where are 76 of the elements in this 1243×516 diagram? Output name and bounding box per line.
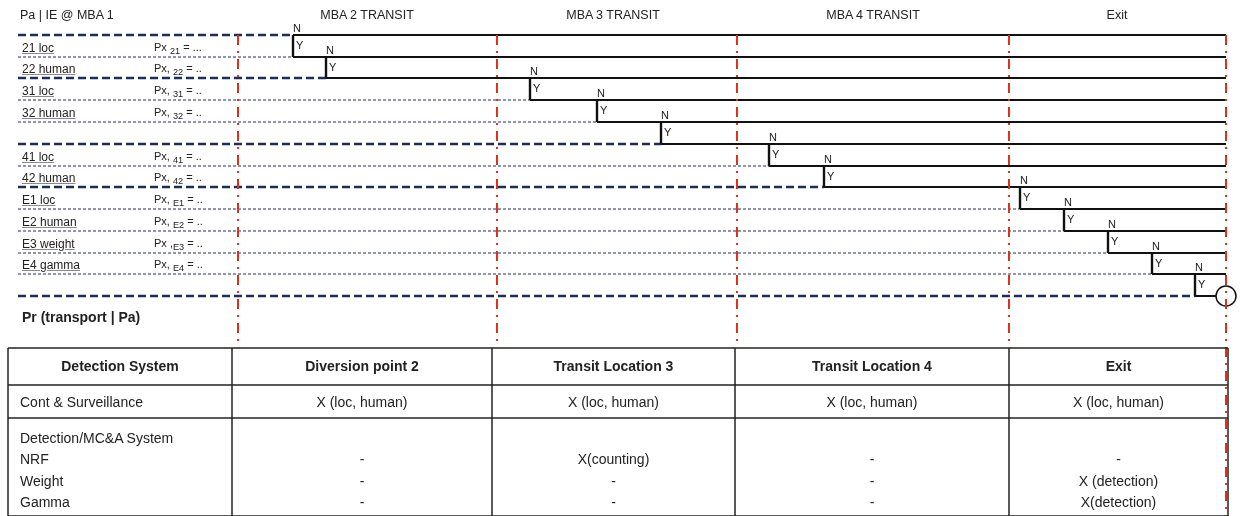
probability-label: Px, $_{41}$ = .. bbox=[154, 150, 202, 166]
probability-label: Px, $_{22}$ = .. bbox=[154, 62, 202, 78]
table-text: X(detection) bbox=[1080, 494, 1157, 511]
table-text: - bbox=[869, 494, 875, 511]
table-header-text: Exit bbox=[1105, 358, 1132, 375]
branch-event-label: 42 human bbox=[22, 172, 76, 186]
probability-label: Px, $_{E1}$ = .. bbox=[154, 193, 203, 209]
column-heading: MBA 3 TRANSIT bbox=[566, 8, 660, 23]
branch-event-label: E2 human bbox=[22, 216, 77, 230]
probability-label: Px, $_{32}$ = .. bbox=[154, 106, 202, 122]
table-text: - bbox=[869, 473, 875, 490]
column-heading: MBA 4 TRANSIT bbox=[826, 8, 920, 23]
branch-label: N bbox=[1020, 174, 1028, 187]
branch-event-label: 22 human bbox=[22, 63, 76, 77]
branch-label: N bbox=[824, 153, 832, 166]
column-heading: Exit bbox=[1106, 8, 1128, 23]
branch-label: N bbox=[597, 87, 605, 100]
table-text: - bbox=[359, 494, 365, 511]
branch-label: N bbox=[1108, 218, 1116, 231]
table-text: NRF bbox=[20, 451, 49, 468]
branch-label: Y bbox=[1111, 235, 1119, 248]
table-text: X (loc, human) bbox=[316, 394, 408, 411]
table-text: - bbox=[1116, 451, 1121, 468]
table-text: - bbox=[869, 451, 875, 468]
table-header-text: Transit Location 4 bbox=[812, 358, 932, 375]
branch-label: Y bbox=[664, 126, 672, 139]
table-text: X (loc, human) bbox=[1073, 394, 1164, 411]
branch-label: N bbox=[293, 22, 301, 35]
probability-label: Px, $_{42}$ = .. bbox=[154, 171, 202, 187]
branch-label: Y bbox=[1198, 278, 1206, 291]
branch-label: Y bbox=[772, 148, 780, 161]
table-text: Gamma bbox=[20, 494, 70, 511]
table-header-text: Detection System bbox=[61, 358, 179, 375]
branch-label: N bbox=[769, 131, 777, 144]
probability-label: Px, $_{E2}$ = .. bbox=[154, 215, 203, 231]
branch-label: N bbox=[530, 65, 538, 78]
branch-event-label: 31 loc bbox=[22, 85, 55, 99]
table-text: X (loc, human) bbox=[568, 394, 659, 411]
branch-label: Y bbox=[1155, 257, 1163, 270]
table-header-text: Diversion point 2 bbox=[305, 358, 419, 375]
branch-label: N bbox=[326, 44, 334, 57]
table-text: Cont & Surveillance bbox=[20, 394, 143, 411]
branch-label: Y bbox=[296, 39, 304, 52]
probability-label: Px, $_{31}$ = .. bbox=[154, 84, 202, 100]
branch-label: Y bbox=[827, 170, 835, 183]
branch-label: Y bbox=[1067, 213, 1075, 226]
table-text: Weight bbox=[20, 473, 64, 490]
branch-event-label: 32 human bbox=[22, 107, 76, 121]
table-text: X (detection) bbox=[1078, 473, 1159, 490]
branch-label: N bbox=[1195, 261, 1203, 274]
branch-label: Y bbox=[600, 104, 608, 117]
branch-event-label: 41 loc bbox=[22, 151, 55, 165]
table-text: X(counting) bbox=[577, 451, 650, 468]
table-text: X (loc, human) bbox=[826, 394, 918, 411]
table-text: - bbox=[611, 494, 616, 511]
table-text: - bbox=[611, 473, 616, 490]
probability-label: Px $_{21}$ = ... bbox=[154, 41, 202, 57]
branch-event-label: E3 weight bbox=[22, 238, 75, 252]
branch-label: Y bbox=[1023, 191, 1031, 204]
branch-label: N bbox=[1064, 196, 1072, 209]
branch-event-label: 21 loc bbox=[22, 42, 55, 56]
branch-event-label: E1 loc bbox=[22, 194, 56, 208]
table-text: Detection/MC&A System bbox=[20, 430, 174, 447]
probability-label: Px, $_{E4}$ = .. bbox=[154, 258, 203, 274]
column-heading: MBA 2 TRANSIT bbox=[320, 8, 414, 23]
table-header-text: Transit Location 3 bbox=[553, 358, 674, 375]
column-heading: Pa | IE @ MBA 1 bbox=[20, 8, 114, 23]
branch-label: N bbox=[1152, 240, 1160, 253]
table-text: - bbox=[359, 473, 365, 490]
outcome-label: Pr (transport | Pa) bbox=[22, 309, 141, 326]
branch-label: Y bbox=[533, 82, 541, 95]
branch-event-label: E4 gamma bbox=[22, 259, 81, 273]
branch-label: N bbox=[661, 109, 669, 122]
branch-label: Y bbox=[329, 61, 337, 74]
probability-label: Px ,$_{E3}$ = .. bbox=[154, 237, 203, 253]
table-text: - bbox=[359, 451, 365, 468]
